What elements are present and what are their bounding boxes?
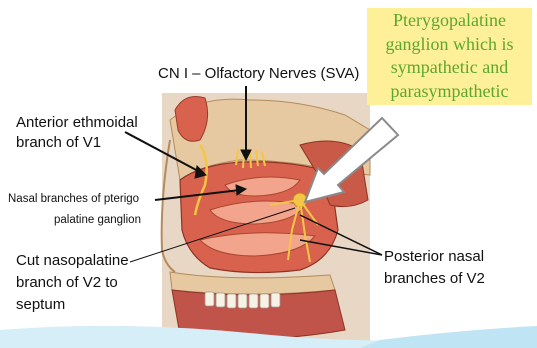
nasal-branches-label: Nasal branches of pterigo palatine gangl… [8, 192, 141, 228]
pterygopalatine-note-line3: sympathetic and [367, 56, 532, 80]
pterygopalatine-note: Pterygopalatine ganglion which is sympat… [367, 8, 532, 105]
pterygopalatine-note-line2: ganglion which is [367, 33, 532, 57]
cut-nasopalatine-label: Cut nasopalatine branch of V2 to septum [16, 250, 129, 316]
nasal-branches-line1: Nasal branches of pterigo [8, 192, 141, 207]
cut-nasopalatine-line1: Cut nasopalatine [16, 250, 129, 272]
pterygopalatine-note-line4: parasympathetic [367, 80, 532, 104]
cut-nasopalatine-line2: branch of V2 to [16, 272, 129, 294]
posterior-nasal-label: Posterior nasal branches of V2 [384, 246, 485, 290]
posterior-nasal-line1: Posterior nasal [384, 246, 485, 268]
anterior-ethmoidal-line1: Anterior ethmoidal [16, 113, 138, 133]
anterior-ethmoidal-label: Anterior ethmoidal branch of V1 [16, 113, 138, 153]
anterior-ethmoidal-line2: branch of V1 [16, 133, 138, 153]
pterygopalatine-note-line1: Pterygopalatine [367, 9, 532, 33]
cut-nasopalatine-line3: septum [16, 294, 129, 316]
cn1-olfactory-label: CN I – Olfactory Nerves (SVA) [158, 64, 359, 84]
nasal-branches-line2: palatine ganglion [8, 213, 141, 228]
posterior-nasal-line2: branches of V2 [384, 268, 485, 290]
